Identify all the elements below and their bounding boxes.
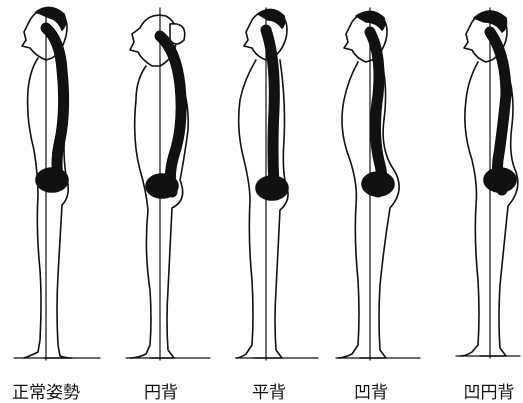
hair-bun xyxy=(170,24,185,44)
spine xyxy=(490,32,506,190)
label-hollow-round-back: 凹円背 xyxy=(456,378,522,403)
label-flat-back: 平背 xyxy=(244,378,294,403)
pelvis xyxy=(36,168,68,192)
spine xyxy=(370,32,382,192)
label-round-back: 円背 xyxy=(136,378,186,403)
figure-hollow-round-back xyxy=(456,8,520,358)
body-front xyxy=(338,62,359,358)
label-hollow-back: 凹背 xyxy=(346,378,396,403)
pelvis xyxy=(362,172,394,196)
pelvis xyxy=(484,168,516,192)
spine xyxy=(160,36,181,192)
body-front xyxy=(460,62,479,356)
figure-flat-back xyxy=(236,8,318,360)
body-front xyxy=(130,66,151,358)
figure-normal-posture xyxy=(14,7,100,360)
spine xyxy=(46,28,64,185)
body-front xyxy=(236,60,256,358)
figure-hollow-back xyxy=(336,8,420,360)
label-normal-posture: 正常姿勢 xyxy=(4,378,88,403)
spine xyxy=(266,30,274,185)
hair xyxy=(258,9,285,28)
pelvis xyxy=(146,174,178,198)
body-back xyxy=(480,62,518,356)
pelvis xyxy=(256,176,288,200)
figure-round-back xyxy=(126,8,210,360)
body-front xyxy=(24,58,41,358)
